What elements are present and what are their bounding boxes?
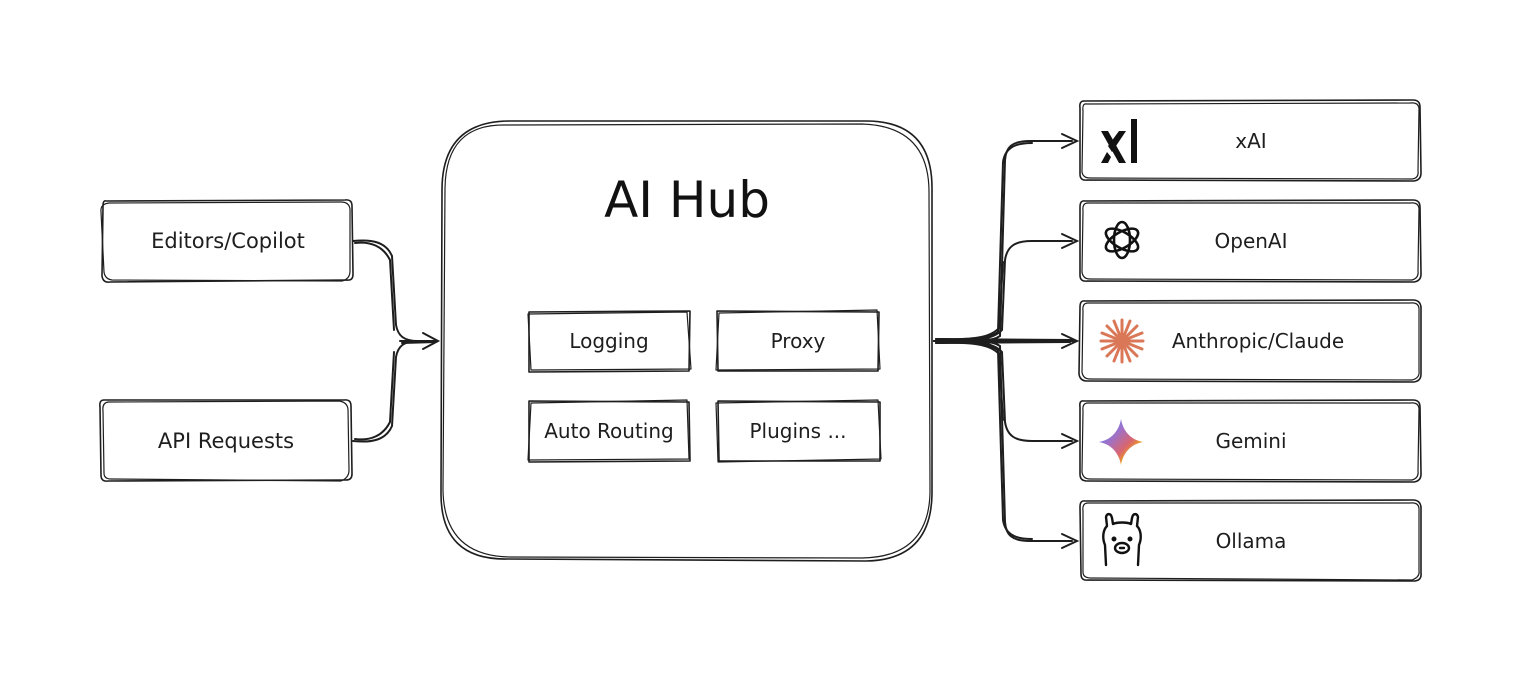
anthropic-logo-icon xyxy=(1099,318,1145,364)
provider-label: Anthropic/Claude xyxy=(1172,329,1344,353)
arrowhead-gemini xyxy=(1061,433,1080,449)
provider-xai[interactable]: xAI xyxy=(1079,99,1422,182)
module-auto-routing[interactable]: Auto Routing xyxy=(527,399,691,463)
gemini-logo-icon xyxy=(1099,419,1143,465)
xai-logo-icon xyxy=(1101,119,1137,163)
hub-title: AI Hub xyxy=(604,171,770,229)
module-label: Plugins ... xyxy=(749,419,846,443)
provider-anthropic[interactable]: Anthropic/Claude xyxy=(1078,299,1422,383)
source-editors-copilot[interactable]: Editors/Copilot xyxy=(100,199,354,283)
arrowhead-xai xyxy=(1061,133,1080,149)
arrowhead-anthropic xyxy=(1061,333,1080,349)
source-connectors xyxy=(352,239,441,443)
source-label: Editors/Copilot xyxy=(151,229,305,253)
provider-connectors xyxy=(933,133,1080,549)
source-label: API Requests xyxy=(158,429,294,453)
ollama-logo-icon xyxy=(1102,512,1142,567)
provider-label: xAI xyxy=(1235,129,1266,153)
provider-label: Ollama xyxy=(1216,529,1287,553)
arrowhead-ollama xyxy=(1061,533,1080,549)
module-logging[interactable]: Logging xyxy=(527,310,692,373)
module-label: Logging xyxy=(569,329,648,353)
provider-label: Gemini xyxy=(1215,429,1286,453)
openai-logo-icon xyxy=(1104,220,1140,260)
hub-input-arrowhead xyxy=(422,332,441,350)
module-label: Proxy xyxy=(771,329,826,353)
arrowhead-openai xyxy=(1061,233,1080,249)
provider-openai[interactable]: OpenAI xyxy=(1079,199,1422,283)
source-api-requests[interactable]: API Requests xyxy=(99,399,353,482)
module-proxy[interactable]: Proxy xyxy=(715,309,881,372)
ai-hub-container: AI Hub Logging Proxy Auto Routing Plugin… xyxy=(440,120,933,562)
module-label: Auto Routing xyxy=(544,419,673,443)
provider-label: OpenAI xyxy=(1215,229,1288,253)
module-plugins[interactable]: Plugins ... xyxy=(715,399,882,463)
provider-gemini[interactable]: Gemini xyxy=(1079,399,1422,483)
provider-ollama[interactable]: Ollama xyxy=(1079,499,1422,582)
